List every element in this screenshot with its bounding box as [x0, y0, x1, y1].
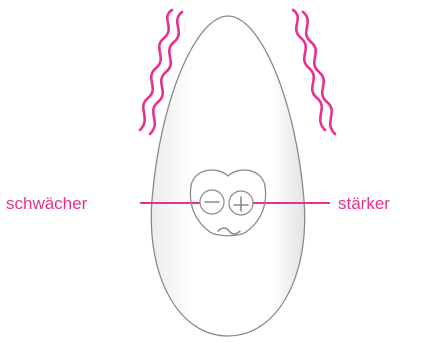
increase-button[interactable] — [229, 191, 253, 215]
decrease-button[interactable] — [200, 190, 224, 214]
callout-label-weaker: schwächer — [6, 194, 88, 213]
vibration-wave-icon — [303, 12, 335, 134]
callout-label-stronger: stärker — [338, 194, 390, 213]
vibration-wave-icon — [293, 10, 325, 130]
vibration-waves-right — [293, 10, 335, 134]
